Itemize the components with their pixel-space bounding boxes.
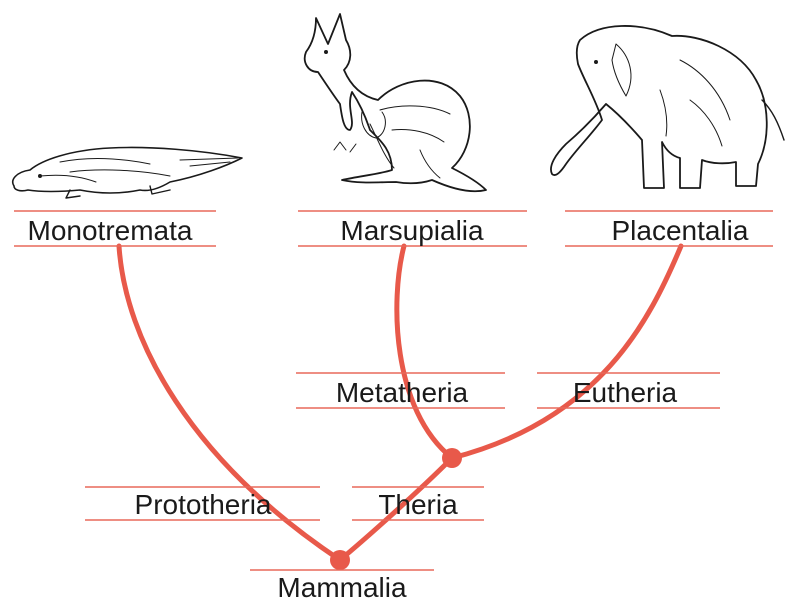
elephant-illustration: [551, 26, 784, 188]
label-monotremata: Monotremata: [28, 215, 193, 246]
branch-placentalia: [452, 246, 681, 458]
label-mammalia: Mammalia: [277, 572, 407, 603]
platypus-illustration: [13, 147, 242, 198]
label-marsupialia: Marsupialia: [340, 215, 484, 246]
node-mammalia: [330, 550, 350, 570]
label-eutheria: Eutheria: [573, 377, 678, 408]
label-placentalia: Placentalia: [612, 215, 749, 246]
label-metatheria: Metatheria: [336, 377, 469, 408]
kangaroo-illustration: [305, 14, 486, 191]
node-theria: [442, 448, 462, 468]
branch-marsupialia: [397, 246, 452, 458]
label-prototheria: Prototheria: [135, 489, 272, 520]
label-theria: Theria: [378, 489, 458, 520]
